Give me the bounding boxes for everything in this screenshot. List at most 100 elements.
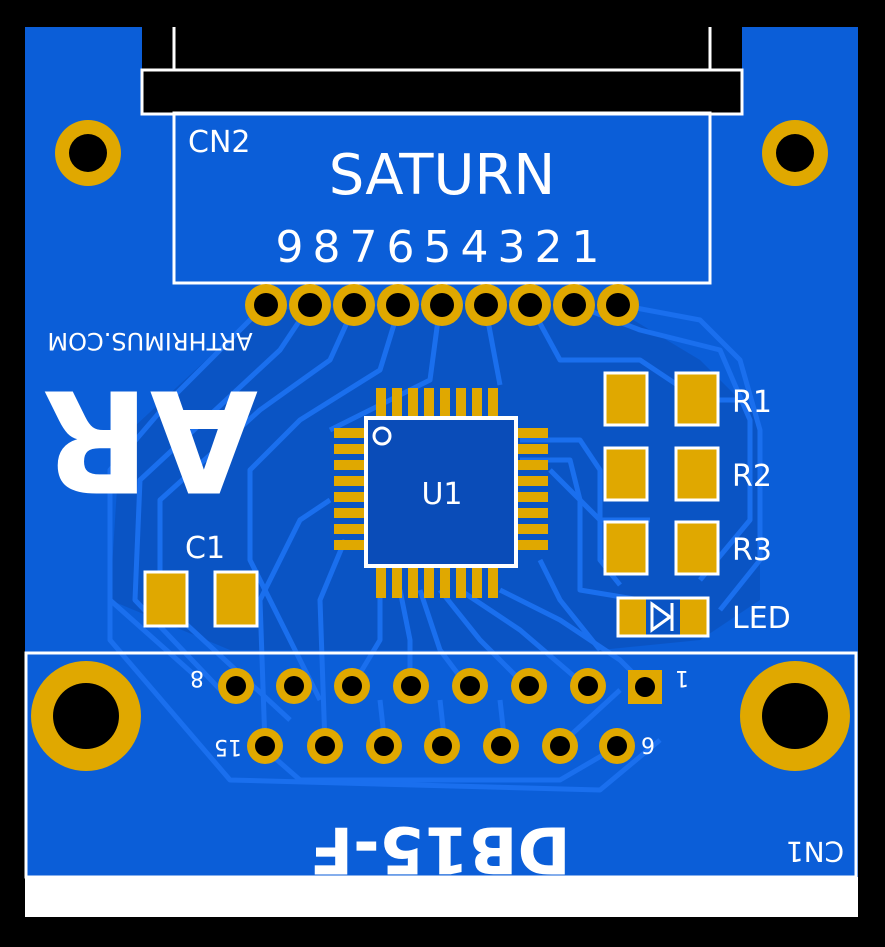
- pad: [603, 446, 649, 502]
- pad: [618, 598, 646, 636]
- ic-pin: [376, 388, 386, 418]
- ic-pin: [518, 524, 548, 534]
- ic-pin: [408, 388, 418, 418]
- pin-hole: [578, 676, 598, 696]
- pin-hole: [474, 293, 498, 317]
- pin-hole: [386, 293, 410, 317]
- ic-pin: [392, 388, 402, 418]
- ic-pin: [518, 540, 548, 550]
- ic-pin: [518, 492, 548, 502]
- db15-label-9: 9: [641, 735, 655, 760]
- pin-hole: [460, 676, 480, 696]
- pad: [674, 371, 720, 427]
- db15-pins-bottom-row: [247, 728, 635, 764]
- cn1-ref: CN1: [786, 835, 844, 868]
- r2-ref: R2: [732, 459, 772, 494]
- logo-text: ARTHRIMUS.COM: [47, 327, 252, 355]
- mounting-holes-top: [55, 120, 828, 186]
- ic-pin: [518, 476, 548, 486]
- ic-pin: [488, 568, 498, 598]
- db15-label-8: 8: [190, 665, 204, 690]
- capacitor-c1: [143, 570, 259, 628]
- db15-label-1: 1: [675, 665, 689, 690]
- ic-pin: [334, 492, 364, 502]
- pad: [674, 520, 720, 576]
- ic-pin: [518, 444, 548, 454]
- resistor-r2: [603, 446, 720, 502]
- ic-pin: [334, 524, 364, 534]
- ic-pin: [456, 388, 466, 418]
- ic-pin: [408, 568, 418, 598]
- hole-inner: [69, 134, 107, 172]
- hole-inner: [776, 134, 814, 172]
- u1-pins-left: [334, 428, 364, 550]
- r1-ref: R1: [732, 385, 772, 420]
- cn2-pin-numbers: 987654321: [276, 222, 609, 273]
- cn2-connector: [140, 27, 744, 285]
- pad: [674, 446, 720, 502]
- ic-pin: [518, 508, 548, 518]
- u1-pins-top: [376, 388, 498, 418]
- pad: [680, 598, 708, 636]
- board-edge-strip: [25, 877, 858, 917]
- pin-hole: [519, 676, 539, 696]
- cn1-label: DB15-F: [309, 811, 570, 885]
- pin-hole: [550, 736, 570, 756]
- ic-pin: [456, 568, 466, 598]
- pin-hole: [315, 736, 335, 756]
- hole-inner: [53, 683, 119, 749]
- pin-hole: [374, 736, 394, 756]
- cn2-ref: CN2: [188, 125, 250, 160]
- led-outline: [616, 596, 710, 638]
- ic-pin: [518, 460, 548, 470]
- ic-pin: [424, 388, 434, 418]
- led-component: [616, 596, 710, 638]
- ic-pin: [334, 428, 364, 438]
- ic-pin: [472, 568, 482, 598]
- pad: [143, 570, 189, 628]
- u1-ref: U1: [421, 477, 462, 512]
- pin-hole: [635, 677, 655, 697]
- pin-hole: [562, 293, 586, 317]
- mounting-holes-bottom: [31, 661, 850, 771]
- hole-inner: [762, 683, 828, 749]
- u1-body: [364, 416, 518, 568]
- pin-hole: [255, 736, 275, 756]
- diode-symbol-icon: [650, 601, 673, 633]
- pad: [603, 520, 649, 576]
- u1-ic: [334, 388, 548, 598]
- pad: [213, 570, 259, 628]
- u1-pins-bottom: [376, 568, 498, 598]
- pin-hole: [284, 676, 304, 696]
- ic-pin: [392, 568, 402, 598]
- pad: [603, 371, 649, 427]
- u1-pins-right: [518, 428, 548, 550]
- pin-hole: [491, 736, 511, 756]
- cn2-label: SATURN: [329, 143, 556, 208]
- pin-hole: [401, 676, 421, 696]
- ic-pin: [334, 476, 364, 486]
- cn2-pins: [245, 284, 639, 326]
- logo: ARTHRIMUS.COM AR: [42, 327, 258, 520]
- pin-hole: [342, 293, 366, 317]
- pin-hole: [298, 293, 322, 317]
- ic-pin: [440, 388, 450, 418]
- ic-pin: [376, 568, 386, 598]
- ic-pin: [334, 444, 364, 454]
- pin-hole: [226, 676, 246, 696]
- ic-pin: [424, 568, 434, 598]
- ic-pin: [440, 568, 450, 598]
- ic-pin: [334, 540, 364, 550]
- resistor-r1: [603, 371, 720, 427]
- c1-ref: C1: [185, 531, 225, 566]
- r3-ref: R3: [732, 533, 772, 568]
- ic-pin: [334, 460, 364, 470]
- resistor-r3: [603, 520, 720, 576]
- led-ref: LED: [732, 601, 791, 636]
- pin-hole: [342, 676, 362, 696]
- pin-hole: [518, 293, 542, 317]
- cn2-silkscreen-box: [172, 111, 712, 285]
- u1-pin1-marker: [372, 426, 392, 446]
- ic-pin: [472, 388, 482, 418]
